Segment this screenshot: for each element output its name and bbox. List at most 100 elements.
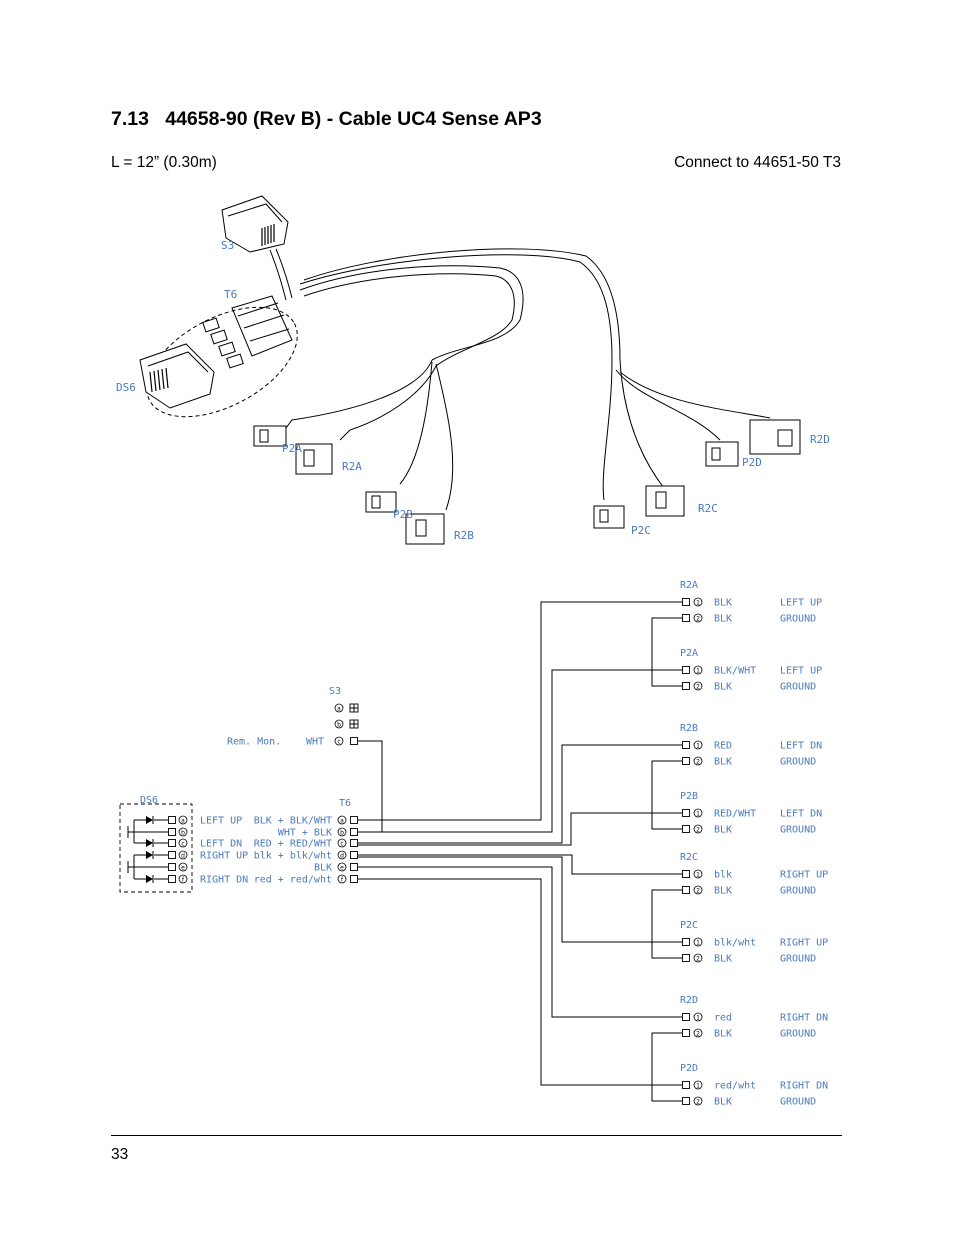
pin-r2a-2-letter: 2 (696, 616, 700, 623)
ds6-connector-drawing (139, 343, 215, 409)
pin-p2b-1-circle (693, 808, 703, 818)
pin-ds6-A-circle (178, 815, 188, 825)
wire-t6-A: BLK + BLK/WHT (254, 816, 332, 827)
terminal-ds6-D (168, 851, 176, 859)
label-ds6: DS6 (116, 381, 136, 394)
pin-r2a-2-circle (693, 613, 703, 623)
pin-r2b-1-letter: 1 (696, 743, 700, 750)
function-p2a-1: LEFT UP (780, 666, 822, 677)
t6-connector-drawing (202, 295, 293, 369)
terminal-ds6-E (168, 863, 176, 871)
pin-t6-C-circle (337, 838, 347, 848)
terminal-r2c-1 (682, 870, 690, 878)
harness-illustration (139, 195, 801, 545)
signal-s3-C: Rem. Mon. (227, 737, 281, 748)
connector-label-p2c: P2C (680, 920, 698, 931)
pin-s3-A-circle (334, 703, 344, 713)
terminal-p2b-1 (682, 809, 690, 817)
diode-1 (146, 816, 153, 824)
pin-r2c-2-letter: 2 (696, 888, 700, 895)
function-p2d-2: GROUND (780, 1097, 816, 1108)
wire-s3c-t6b (358, 740, 383, 833)
connector-label-r2d: R2D (680, 995, 698, 1006)
pin-t6-A-letter: a (340, 818, 344, 825)
terminal-t6-A (350, 816, 358, 824)
pin-t6-B-letter: b (340, 830, 344, 837)
pin-ds6-F-letter: f (182, 877, 185, 884)
function-r2b-2: GROUND (780, 757, 816, 768)
diode-3 (146, 851, 153, 859)
label-p2b: P2B (393, 508, 413, 521)
wire-t6c-r2b (358, 744, 682, 844)
ground-bus-0 (651, 617, 682, 687)
wire-t6f-p2d (358, 878, 682, 1086)
label-p2d: P2D (742, 456, 762, 469)
connector-label-r2c: R2C (680, 852, 698, 863)
function-p2a-2: GROUND (780, 682, 816, 693)
function-ds6-A: LEFT UP (200, 816, 242, 827)
wire-s3-C: WHT (306, 737, 324, 748)
wire-t6-F: red + red/wht (254, 875, 332, 886)
pin-p2a-2-circle (693, 681, 703, 691)
wire-t6d-r2c (358, 854, 682, 875)
wire-color-r2d-1: red (714, 1013, 732, 1024)
function-p2c-2: GROUND (780, 954, 816, 965)
section-title: 44658-90 (Rev B) - Cable UC4 Sense AP3 (165, 108, 542, 130)
connector-label-r2a: R2A (680, 580, 698, 591)
terminal-p2c-2 (682, 954, 690, 962)
wire-color-p2d-1: red/wht (714, 1081, 756, 1092)
ds6-outline (119, 803, 193, 893)
connector-label-p2b: P2B (680, 791, 698, 802)
s3-connector-drawing (221, 195, 289, 253)
terminal-ds6-A (168, 816, 176, 824)
section-heading: 7.13 44658-90 (Rev B) - Cable UC4 Sense … (111, 108, 542, 131)
function-p2b-1: LEFT DN (780, 809, 822, 820)
pin-p2a-2-letter: 2 (696, 684, 700, 691)
connector-label-p2d: P2D (680, 1063, 698, 1074)
pin-s3-B-letter: b (337, 722, 341, 729)
pin-p2b-2-letter: 2 (696, 827, 700, 834)
pin-t6-C-letter: c (340, 841, 343, 848)
pin-p2c-2-circle (693, 953, 703, 963)
label-s3-schematic: S3 (329, 686, 341, 697)
function-r2d-2: GROUND (780, 1029, 816, 1040)
function-r2d-1: RIGHT DN (780, 1013, 828, 1024)
pin-r2b-1-circle (693, 740, 703, 750)
pin-ds6-B-letter: b (181, 830, 185, 837)
function-ds6-D: RIGHT UP (200, 851, 248, 862)
terminal-t6-B (350, 828, 358, 836)
terminal-ds6-C (168, 839, 176, 847)
terminal-p2d-2 (682, 1097, 690, 1105)
pin-r2a-1-circle (693, 597, 703, 607)
terminal-p2d-1 (682, 1081, 690, 1089)
wire-color-p2b-1: RED/WHT (714, 809, 756, 820)
connect-note: Connect to 44651-50 T3 (674, 154, 841, 171)
pin-r2d-1-letter: 1 (696, 1015, 700, 1022)
pin-p2d-1-letter: 1 (696, 1083, 700, 1090)
label-p2c: P2C (631, 524, 651, 537)
pin-s3-C-letter: c (337, 739, 340, 746)
function-r2b-1: LEFT DN (780, 741, 822, 752)
terminal-ds6-F (168, 875, 176, 883)
pin-s3-C-circle (334, 736, 344, 746)
function-p2c-1: RIGHT UP (780, 938, 828, 949)
function-ds6-C: LEFT DN (200, 839, 242, 850)
wire-t6e-r2d (358, 866, 682, 1018)
pin-p2c-1-letter: 1 (696, 940, 700, 947)
harness-labels: S3 T6 DS6 P2A R2A P2B R2B R2C P2C P2D R2… (116, 239, 830, 542)
terminal-t6-F (350, 875, 358, 883)
terminal-r2d-1 (682, 1013, 690, 1021)
wire-color-r2c-1: blk (714, 870, 732, 881)
pin-p2b-2-circle (693, 824, 703, 834)
pin-t6-A-circle (337, 815, 347, 825)
terminal-ds6-B (168, 828, 176, 836)
pin-p2a-1-circle (693, 665, 703, 675)
pin-t6-F-letter: f (341, 877, 344, 884)
pin-t6-D-circle (337, 850, 347, 860)
diode-4 (146, 875, 153, 883)
pin-t6-E-circle (337, 862, 347, 872)
wire-color-r2a-2: BLK (714, 614, 732, 625)
terminal-t6-E (350, 863, 358, 871)
pin-p2c-2-letter: 2 (696, 956, 700, 963)
